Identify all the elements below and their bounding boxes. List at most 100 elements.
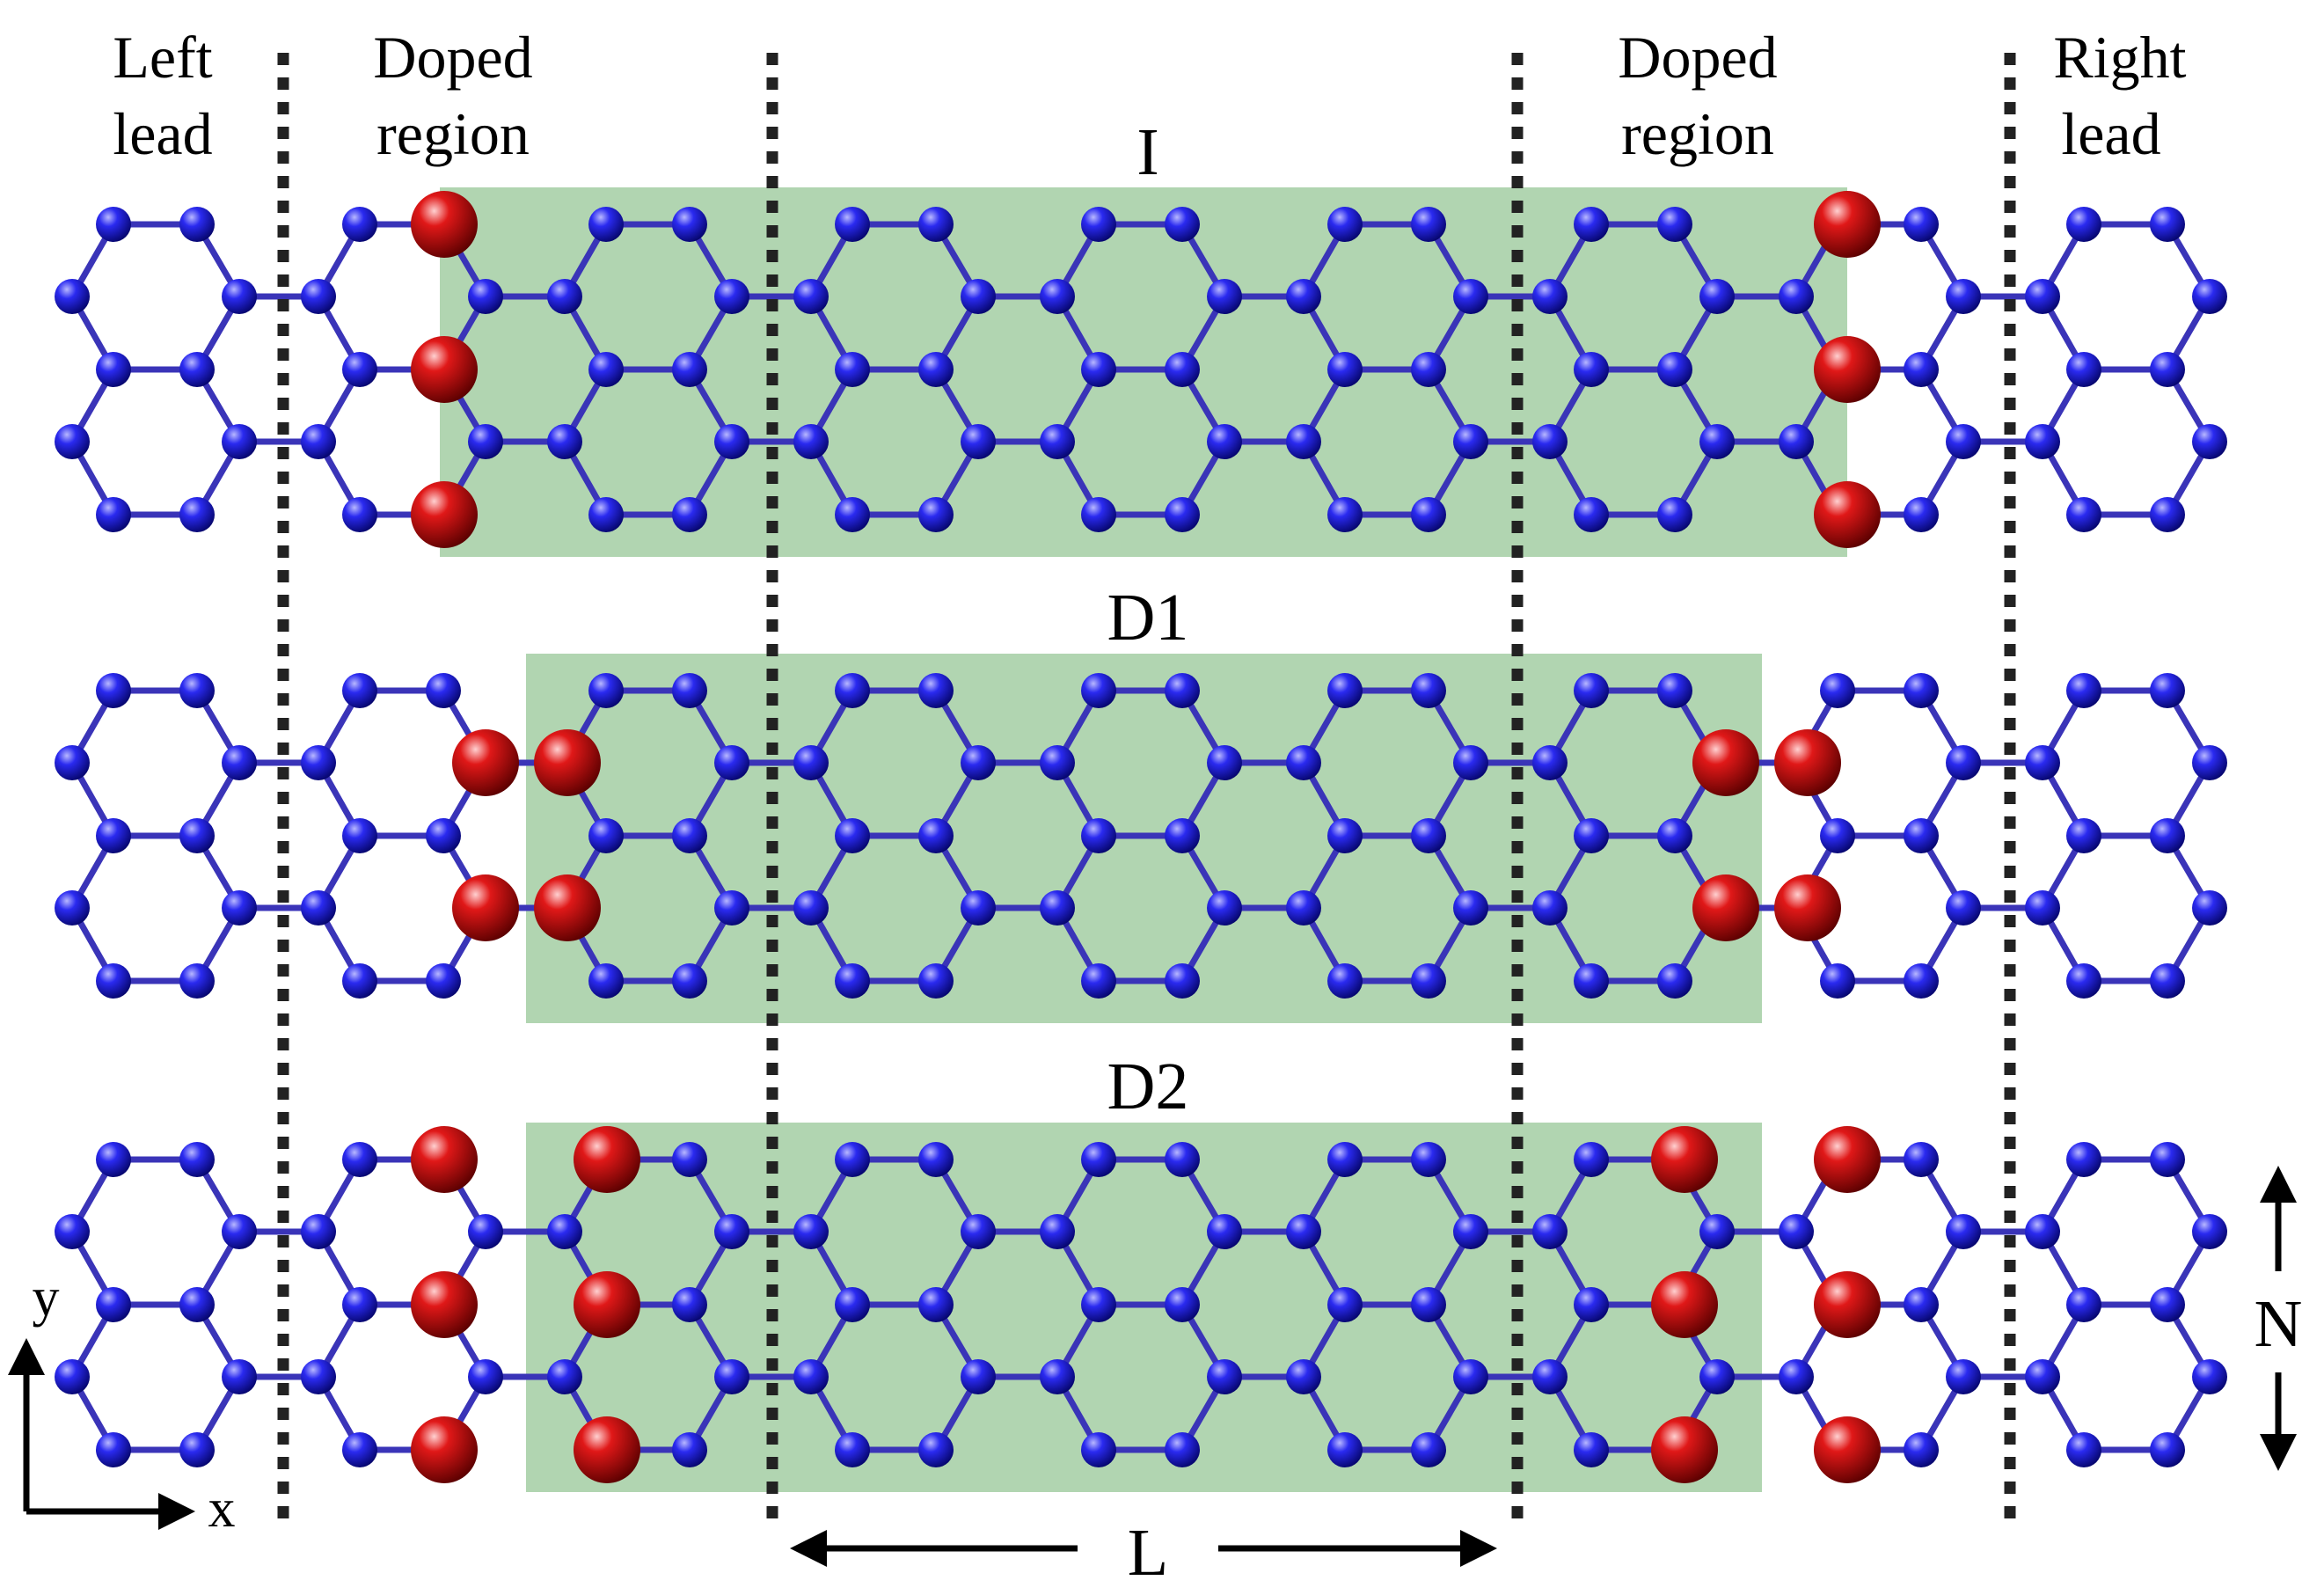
carbon-atom — [1207, 745, 1242, 780]
carbon-atom — [342, 1432, 377, 1467]
carbon-atom — [301, 1359, 336, 1394]
carbon-atom — [2192, 1359, 2227, 1394]
row-title-d1: D1 — [1107, 581, 1189, 655]
carbon-atom — [835, 207, 870, 242]
carbon-atom — [1699, 424, 1735, 459]
carbon-atom — [222, 279, 257, 314]
carbon-atom — [1411, 1432, 1446, 1467]
carbon-atom — [55, 890, 90, 926]
carbon-atom — [2025, 424, 2060, 459]
dopant-atom — [411, 481, 478, 548]
carbon-atom — [588, 818, 624, 853]
carbon-atom — [714, 1359, 749, 1394]
carbon-atom — [1327, 963, 1363, 999]
carbon-atom — [1946, 890, 1981, 926]
carbon-atom — [1081, 1142, 1116, 1177]
carbon-atom — [835, 963, 870, 999]
carbon-atom — [1532, 424, 1568, 459]
dopant-atom — [1692, 874, 1759, 941]
carbon-atom — [1532, 1359, 1568, 1394]
carbon-atom — [835, 352, 870, 387]
carbon-atom — [547, 1214, 582, 1249]
carbon-atom — [588, 352, 624, 387]
coordinate-axes: y x — [7, 1268, 236, 1539]
carbon-atom — [301, 890, 336, 926]
carbon-atom — [222, 1214, 257, 1249]
carbon-atom — [1327, 673, 1363, 708]
carbon-atom — [1779, 279, 1814, 314]
dopant-atom — [1774, 874, 1841, 941]
carbon-atom — [1286, 890, 1321, 926]
carbon-atom — [1286, 279, 1321, 314]
carbon-atom — [1904, 352, 1939, 387]
carbon-atom — [1327, 818, 1363, 853]
dopant-atom — [1692, 729, 1759, 796]
carbon-atom — [55, 424, 90, 459]
dopant-atom — [411, 191, 478, 258]
carbon-atom — [1165, 963, 1200, 999]
carbon-atom — [1453, 1214, 1488, 1249]
carbon-atom — [835, 1287, 870, 1322]
carbon-atom — [1699, 1214, 1735, 1249]
carbon-atom — [835, 497, 870, 532]
carbon-atom — [588, 497, 624, 532]
carbon-atom — [1657, 352, 1692, 387]
doped-region-right-label-line1: Doped — [1618, 24, 1777, 91]
right-lead-label-line2: lead — [2061, 100, 2160, 167]
carbon-atom — [1165, 207, 1200, 242]
carbon-atom — [1820, 673, 1855, 708]
dopant-atom — [411, 1271, 478, 1338]
carbon-atom — [179, 1432, 215, 1467]
carbon-atom — [2066, 1432, 2101, 1467]
carbon-atom — [961, 1359, 996, 1394]
carbon-atom — [2150, 963, 2185, 999]
carbon-atom — [96, 1287, 131, 1322]
carbon-atom — [1946, 1359, 1981, 1394]
carbon-atom — [96, 963, 131, 999]
carbon-atom — [301, 424, 336, 459]
right-lead-label-line1: Right — [2053, 24, 2186, 91]
carbon-atom — [1453, 424, 1488, 459]
carbon-atom — [2025, 890, 2060, 926]
carbon-atom — [1657, 207, 1692, 242]
carbon-atom — [2066, 818, 2101, 853]
carbon-atom — [672, 1432, 707, 1467]
carbon-atom — [1207, 890, 1242, 926]
carbon-atom — [1165, 1142, 1200, 1177]
carbon-atom — [96, 352, 131, 387]
carbon-atom — [672, 207, 707, 242]
carbon-atom — [1411, 1287, 1446, 1322]
carbon-atom — [1165, 1287, 1200, 1322]
carbon-atom — [714, 1214, 749, 1249]
carbon-atom — [918, 1287, 954, 1322]
carbon-atom — [1820, 963, 1855, 999]
carbon-atom — [2150, 497, 2185, 532]
left-lead-label-line1: Left — [113, 24, 212, 91]
carbon-atom — [1453, 745, 1488, 780]
carbon-atom — [1411, 207, 1446, 242]
carbon-atom — [961, 279, 996, 314]
carbon-atom — [1820, 818, 1855, 853]
carbon-atom — [1327, 497, 1363, 532]
carbon-atom — [55, 279, 90, 314]
carbon-atom — [1453, 1359, 1488, 1394]
carbon-atom — [301, 745, 336, 780]
carbon-atom — [342, 497, 377, 532]
carbon-atom — [1657, 963, 1692, 999]
dopant-atom — [411, 336, 478, 403]
carbon-atom — [1574, 1287, 1609, 1322]
carbon-atom — [342, 207, 377, 242]
carbon-atom — [2025, 279, 2060, 314]
carbon-atom — [2192, 890, 2227, 926]
carbon-atom — [793, 279, 829, 314]
row-title-d2: D2 — [1107, 1050, 1189, 1123]
carbon-atom — [1946, 1214, 1981, 1249]
carbon-atom — [1946, 745, 1981, 780]
carbon-atom — [2025, 1359, 2060, 1394]
carbon-atom — [1657, 818, 1692, 853]
carbon-atom — [918, 818, 954, 853]
carbon-atom — [222, 424, 257, 459]
dopant-atom — [574, 1271, 640, 1338]
carbon-atom — [179, 673, 215, 708]
dopant-atom — [574, 1416, 640, 1483]
